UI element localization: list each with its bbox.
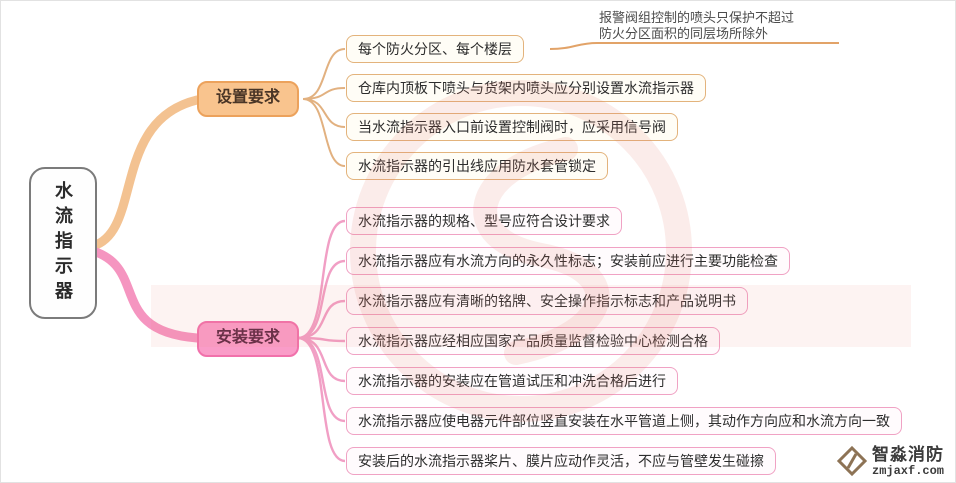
topic-install-3[interactable]: 水流指示器应有清晰的铭牌、安全操作指示标志和产品说明书 bbox=[346, 287, 748, 315]
link-setup-1 bbox=[302, 48, 346, 100]
link-annotation bbox=[549, 42, 839, 50]
topic-install-2[interactable]: 水流指示器应有水流方向的永久性标志；安装前应进行主要功能检查 bbox=[346, 247, 790, 275]
link-install-3 bbox=[297, 299, 346, 340]
topic-install-4[interactable]: 水流指示器应经相应国家产品质量监督检验中心检测合格 bbox=[346, 327, 720, 355]
branch-setup[interactable]: 设置要求 bbox=[197, 81, 300, 117]
topic-install-6[interactable]: 水流指示器应使电器元件部位竖直安装在水平管道上侧，其动作方向应和水流方向一致 bbox=[346, 407, 902, 435]
link-install-2 bbox=[297, 259, 346, 340]
branch-line-install bbox=[88, 246, 202, 343]
logo-text: 智淼消防 zmjaxf.com bbox=[872, 446, 944, 477]
link-setup-4 bbox=[302, 98, 346, 167]
annotation-line-1: 报警阀组控制的喷头只保护不超过 bbox=[599, 10, 795, 25]
topic-install-7[interactable]: 安装后的水流指示器桨片、膜片应动作灵活，不应与管壁发生碰擦 bbox=[346, 447, 776, 475]
link-install-7 bbox=[297, 336, 346, 463]
link-setup-3 bbox=[302, 98, 346, 128]
logo-url: zmjaxf.com bbox=[872, 463, 945, 478]
topic-setup-4[interactable]: 水流指示器的引出线应用防水套管锁定 bbox=[346, 152, 608, 180]
logo-name: 智淼消防 bbox=[872, 444, 944, 464]
annotation-line-2: 防火分区面积的同层场所除外 bbox=[599, 26, 769, 41]
root-topic[interactable]: 水流指示器 bbox=[29, 167, 97, 319]
link-install-1 bbox=[297, 219, 346, 340]
topic-install-5[interactable]: 水流指示器的安装应在管道试压和冲洗合格后进行 bbox=[346, 367, 678, 395]
topic-setup-2[interactable]: 仓库内顶板下喷头与货架内喷头应分别设置水流指示器 bbox=[346, 74, 706, 102]
topic-install-1[interactable]: 水流指示器的规格、型号应符合设计要求 bbox=[346, 207, 622, 235]
topic-setup-1[interactable]: 每个防火分区、每个楼层 bbox=[346, 35, 524, 63]
annotation-note: 报警阀组控制的喷头只保护不超过 防火分区面积的同层场所除外 bbox=[599, 10, 794, 42]
topic-setup-3[interactable]: 当水流指示器入口前设置控制阀时，应采用信号阀 bbox=[346, 113, 678, 141]
logo-diamond-icon bbox=[837, 445, 867, 477]
site-logo: 智淼消防 zmjaxf.com bbox=[837, 445, 944, 477]
branch-install[interactable]: 安装要求 bbox=[197, 321, 300, 357]
branch-line-setup bbox=[88, 95, 202, 251]
root-topic-label: 水流指示器 bbox=[53, 180, 73, 306]
